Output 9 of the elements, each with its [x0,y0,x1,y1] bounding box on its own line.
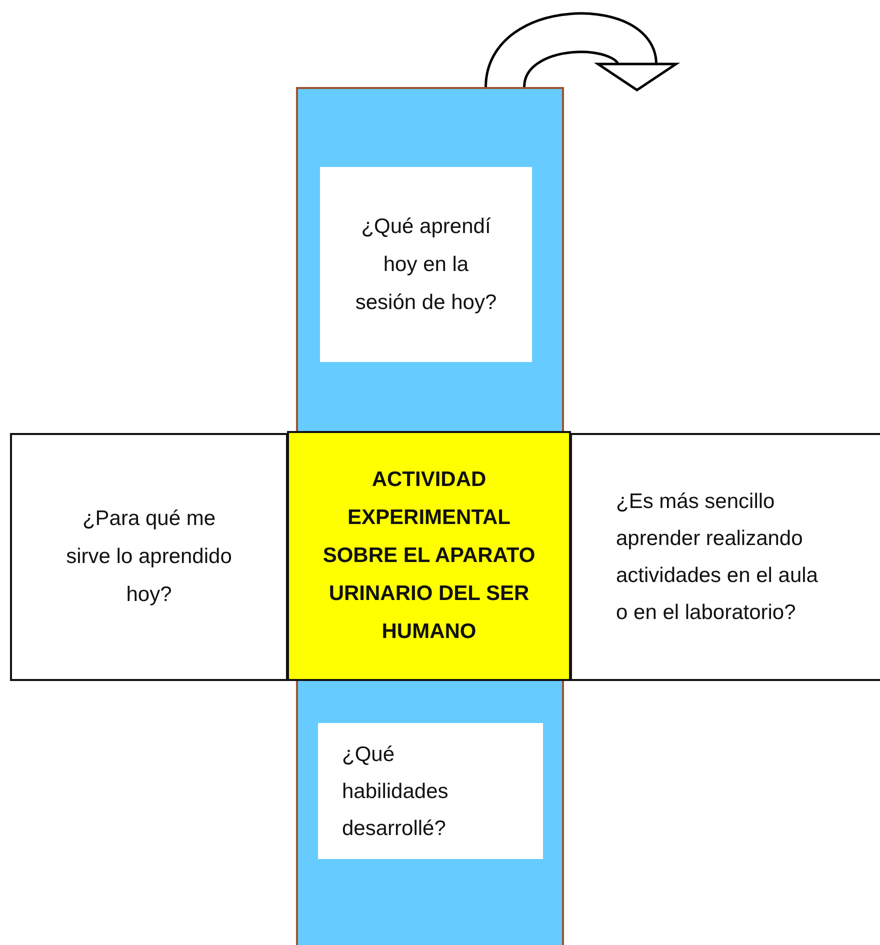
question-text: ¿Qué aprendí hoy en la sesión de hoy? [354,214,498,316]
question-panel [570,433,880,681]
question-card [320,167,532,362]
question-panel [10,433,288,681]
question-text: ¿Es más sencillo aprender realizando actividades en el aula o en el laboratorio? [616,489,819,626]
question-text: ¿Qué habilidades desarrollé? [342,742,450,842]
title-text: ACTIVIDAD EXPERIMENTAL SOBRE EL APARATO URINARIO DEL SER HUMANO [322,467,536,645]
question-card [318,723,543,859]
question-text: ¿Para qué me sirve lo aprendido hoy? [65,506,233,608]
